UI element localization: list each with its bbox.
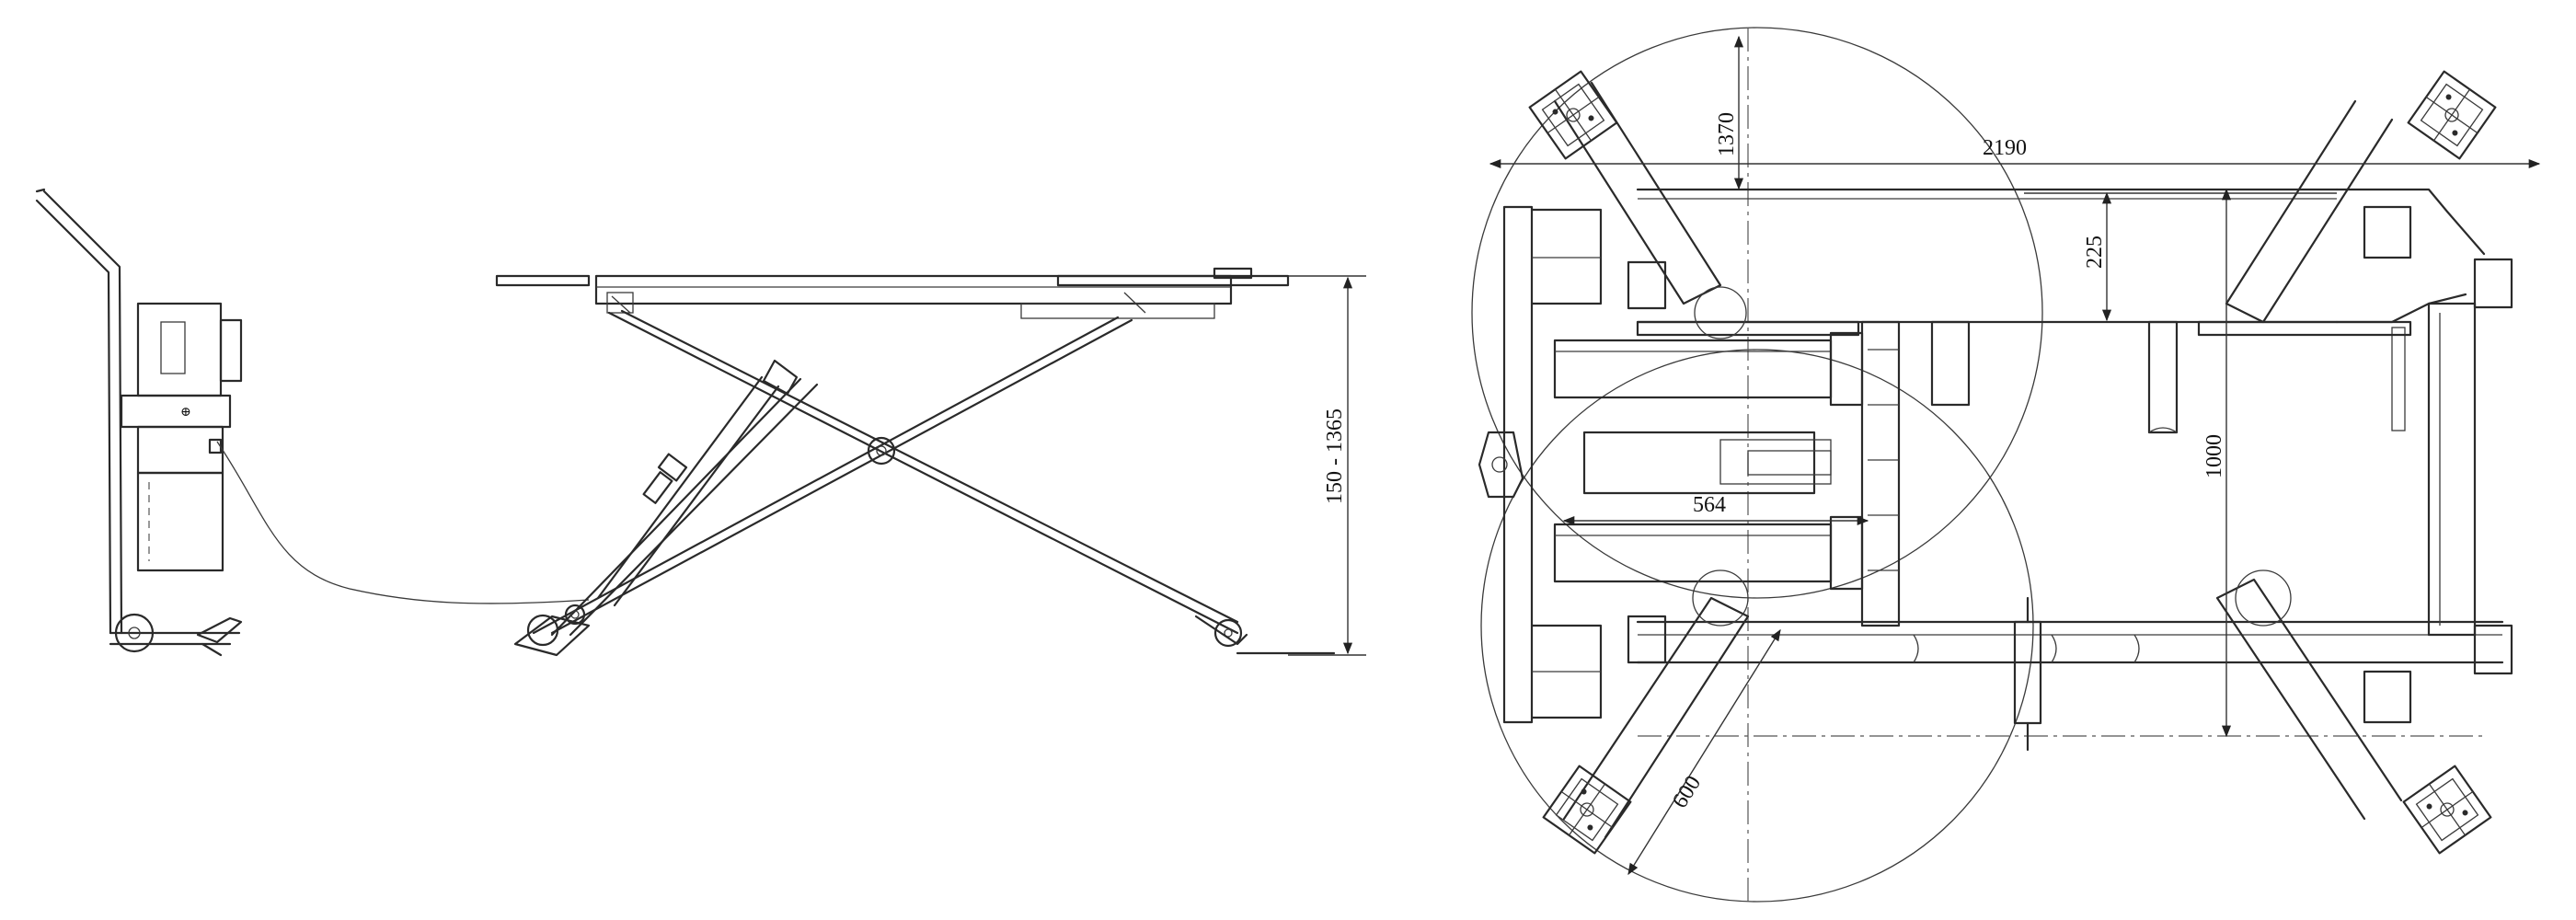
arm-length-dimension: 600 bbox=[1627, 628, 1781, 876]
arm-length-label: 600 bbox=[1668, 772, 1706, 812]
overall-length-label: 2190 bbox=[1983, 136, 2027, 160]
overall-length-dimension: 2190 bbox=[1489, 136, 2541, 169]
hydraulic-power-unit: ⊕ bbox=[35, 188, 590, 657]
cylinder-spacing-label: 564 bbox=[1693, 493, 1726, 517]
overall-width-dimension: 1000 bbox=[2202, 188, 2232, 738]
lift-height-dimension: 150 - 1365 bbox=[1288, 275, 1366, 656]
swing-radius-label: 1370 bbox=[1715, 112, 1739, 156]
svg-text:⊕: ⊕ bbox=[180, 406, 191, 420]
scissor-lift-side-view bbox=[495, 267, 1336, 657]
lift-height-label: 150 - 1365 bbox=[1323, 408, 1347, 504]
platform-offset-label: 225 bbox=[2083, 236, 2107, 269]
lift-top-view bbox=[1471, 27, 2513, 906]
overall-width-label: 1000 bbox=[2202, 434, 2226, 478]
cylinder-spacing-dimension: 564 bbox=[1562, 493, 1869, 526]
platform-offset-dimension: 225 bbox=[2024, 191, 2337, 322]
swing-radius-dimension: 1370 bbox=[1715, 35, 1744, 190]
